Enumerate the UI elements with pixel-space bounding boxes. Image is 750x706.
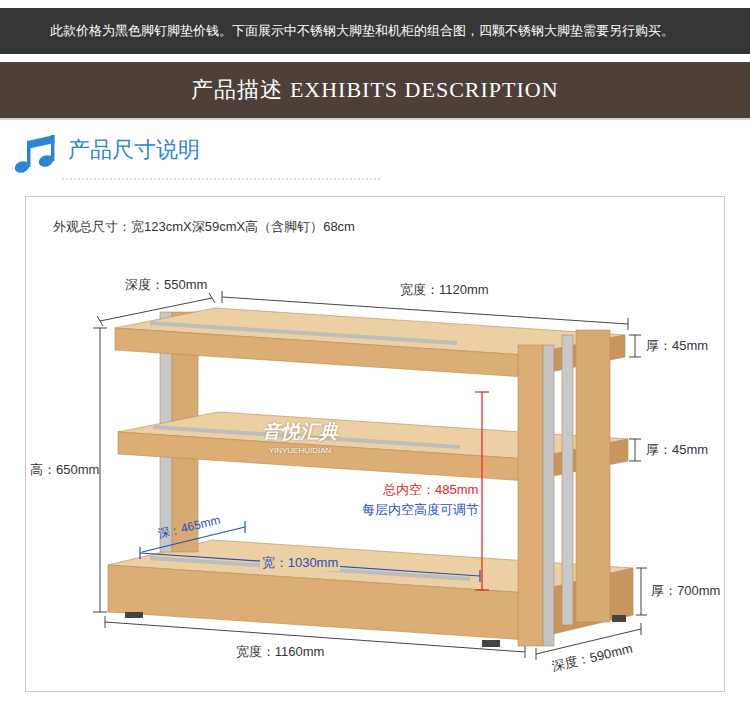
dimension-line xyxy=(100,328,101,612)
foot xyxy=(125,612,143,618)
dimension-frame: 外观总尺寸：宽123cmX深59cmX高（含脚钉）68cm xyxy=(25,196,725,692)
dimension-label: 每层内空高度可调节 xyxy=(360,502,481,518)
silver-strip xyxy=(150,321,457,345)
tick xyxy=(629,461,641,462)
section-band: 产品描述 EXHIBITS DESCRIPTION xyxy=(0,62,750,118)
dimension-line xyxy=(481,392,482,590)
music-note-icon xyxy=(13,135,55,175)
dimension-label: 厚：45mm xyxy=(646,338,708,354)
wood-post xyxy=(576,330,610,622)
band-edge xyxy=(0,118,750,120)
tick xyxy=(105,616,106,628)
dimension-label: 深度：590mm xyxy=(550,641,634,675)
tick xyxy=(525,646,526,658)
dimension-label: 宽度：1160mm xyxy=(236,644,325,660)
node-text: 此款价格为黑色脚钉脚垫价钱。下面展示中不锈钢大脚垫和机柜的组合图，四颗不锈钢大脚… xyxy=(50,23,674,40)
dimension-lines xyxy=(93,291,647,660)
audio-rack xyxy=(108,308,633,647)
base-front xyxy=(108,565,528,640)
dimension-label: 深度：550mm xyxy=(125,277,207,293)
note-beam xyxy=(27,135,55,149)
section-title: 产品尺寸说明 xyxy=(68,136,200,165)
tick xyxy=(93,612,107,613)
dimension-line xyxy=(222,297,628,324)
dimension-line xyxy=(140,553,480,576)
dimension-label: 厚：45mm xyxy=(646,442,708,458)
tick xyxy=(629,335,641,336)
tick xyxy=(479,570,480,582)
foot xyxy=(612,615,626,622)
tick xyxy=(93,328,107,329)
dimension-label: 高：650mm xyxy=(30,462,99,478)
node-text: 外观总尺寸：宽123cmX深59cmX高（含脚钉）68cm xyxy=(53,219,355,236)
silver-post xyxy=(562,335,573,625)
silver-strip xyxy=(150,556,470,581)
bracket-line xyxy=(635,335,636,357)
tick xyxy=(636,615,647,616)
node-text: 产品描述 EXHIBITS DESCRIPTION xyxy=(191,76,558,105)
tick xyxy=(475,391,489,392)
tick xyxy=(222,291,223,303)
watermark: YINYUEHUIDIAN xyxy=(269,446,332,456)
dimension-label: 宽：1030mm xyxy=(260,555,341,571)
tick xyxy=(636,568,647,569)
tick xyxy=(244,521,245,533)
dimension-label: 厚：700mm xyxy=(651,583,720,599)
tick xyxy=(629,357,641,358)
dimension-label: 总内空：485mm xyxy=(383,482,478,498)
tick xyxy=(536,648,537,660)
tick xyxy=(641,623,642,635)
tick xyxy=(139,547,140,559)
notice-bar: 此款价格为黑色脚钉脚垫价钱。下面展示中不锈钢大脚垫和机柜的组合图，四颗不锈钢大脚… xyxy=(0,8,750,54)
dimension-label: 深：465mm xyxy=(156,513,222,542)
bracket-line xyxy=(635,439,636,461)
tick xyxy=(209,293,215,303)
foot xyxy=(482,640,500,647)
tick xyxy=(475,589,489,590)
bracket-line xyxy=(641,568,642,615)
tick xyxy=(628,318,629,330)
tick xyxy=(629,439,641,440)
dimension-label: 宽度：1120mm xyxy=(400,282,489,298)
silver-post xyxy=(543,345,554,646)
watermark: 音悦汇典 xyxy=(262,421,338,444)
wood-post xyxy=(518,345,543,646)
dotted-rule xyxy=(62,179,380,180)
dimension-line xyxy=(100,298,212,321)
tick xyxy=(97,316,103,326)
